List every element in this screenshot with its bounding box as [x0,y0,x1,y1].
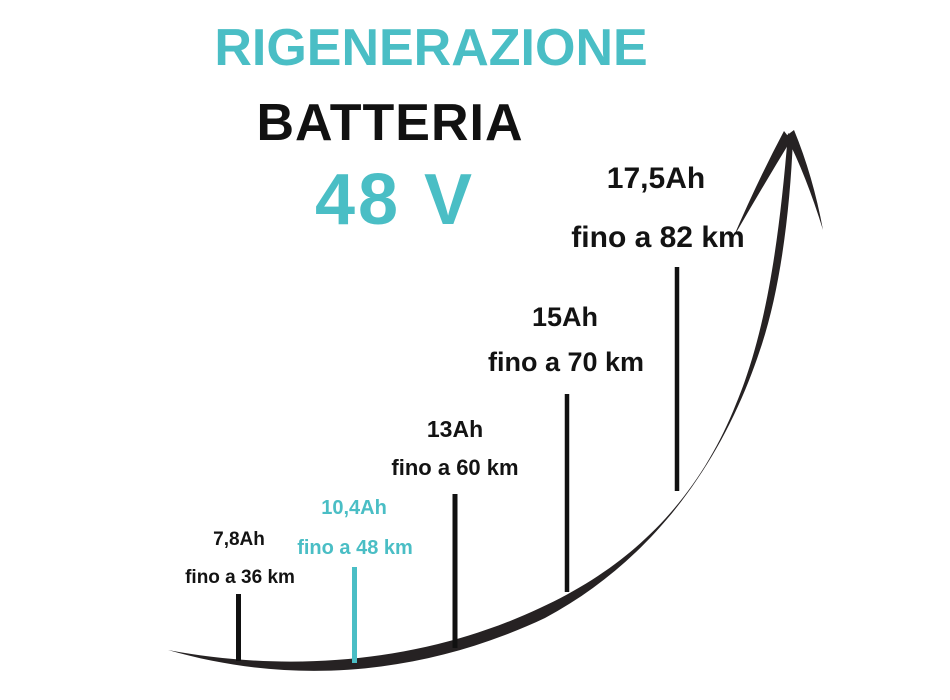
label-capacity-13ah: 13Ah [426,416,484,442]
arrowhead-right-barb-icon [786,130,823,230]
label-capacity-7-8ah: 7,8Ah [213,529,265,550]
title-rigenerazione: RIGENERAZIONE [214,19,648,77]
label-range-48km: fino a 48 km [297,537,413,559]
label-capacity-10-4ah: 10,4Ah [321,497,387,519]
curved-growth-arrow-icon [168,133,793,671]
label-range-70km: fino a 70 km [487,347,645,377]
title-voltage-48v: 48 V [314,160,476,240]
label-range-36km: fino a 36 km [185,567,295,588]
arrowhead-left-barb-icon [733,131,791,238]
title-batteria: BATTERIA [256,94,524,152]
label-range-82km: fino a 82 km [571,221,745,254]
label-range-60km: fino a 60 km [391,455,519,480]
label-capacity-15ah: 15Ah [531,302,599,332]
label-capacity-17-5ah: 17,5Ah [606,162,706,195]
